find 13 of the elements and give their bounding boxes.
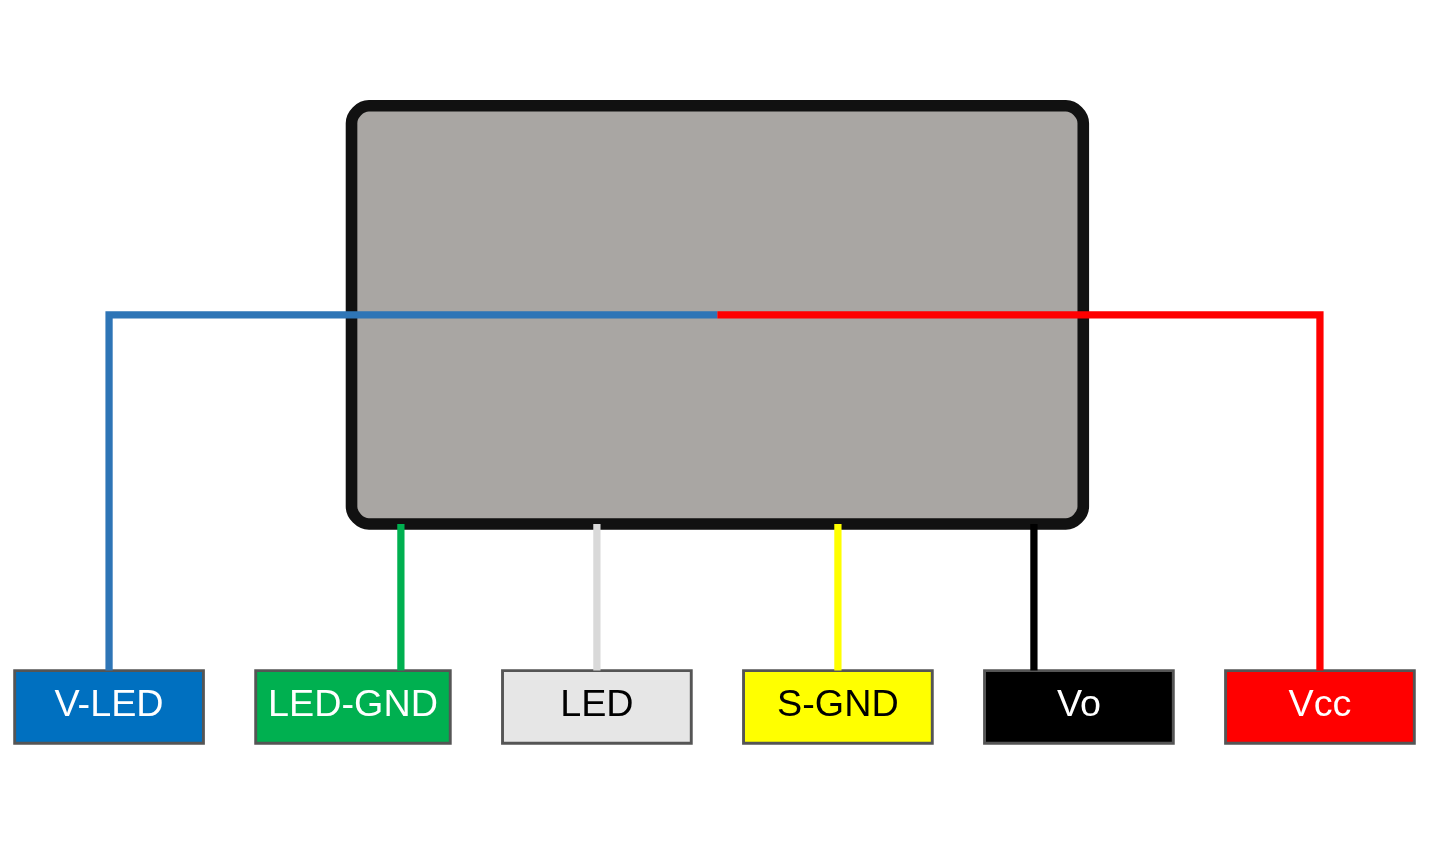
connector (717, 311, 1324, 671)
connector (834, 523, 842, 671)
connector (397, 523, 405, 671)
connector (593, 523, 601, 671)
node-box: LED (501, 669, 693, 745)
connector (105, 311, 718, 671)
node-box: V-LED (13, 669, 205, 745)
node-box: S-GND (742, 669, 934, 745)
node-box: Vo (983, 669, 1175, 745)
node-picture (345, 100, 1090, 530)
node-box: Vcc (1224, 669, 1416, 745)
connector (1030, 523, 1038, 671)
node-box: LED-GND (254, 669, 452, 745)
